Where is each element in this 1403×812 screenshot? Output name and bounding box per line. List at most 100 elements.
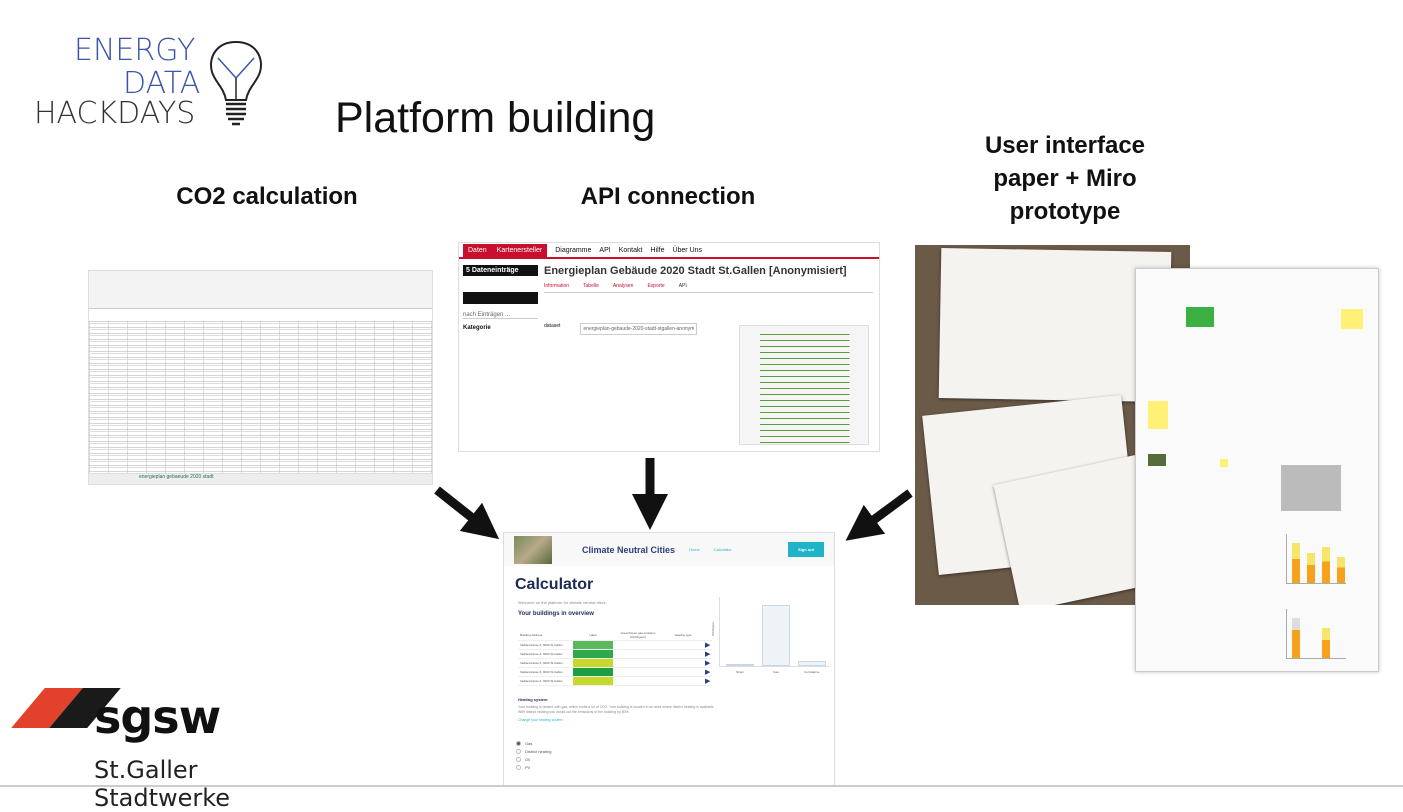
label-cell: [573, 667, 613, 677]
radio-pv[interactable]: PV: [516, 763, 551, 771]
label-cell: [573, 658, 613, 668]
heading-api-connection: API connection: [580, 183, 756, 210]
overview-title: Your buildings in overview: [518, 611, 594, 617]
slide-title: Platform building: [335, 94, 656, 142]
sgsw-name: St.Galler Stadtwerke: [94, 756, 231, 812]
sgsw-wordmark: sgsw: [94, 690, 221, 744]
tab-exporte: Exporte: [647, 283, 665, 289]
heading-line: prototype: [1009, 198, 1121, 225]
buildings-table: Building Address Label Greenhouse gas em…: [518, 631, 713, 686]
logo-text-energy: ENERGY: [74, 33, 196, 68]
building-address: Vadianstrasse 6, 9000 St.Gallen: [518, 649, 573, 659]
col-emission: Greenhouse gas emission (tCO2/year): [613, 631, 663, 641]
building-address: Vadianstrasse 6, 9000 St.Gallen: [518, 676, 573, 686]
table-row[interactable]: Vadianstrasse 6, 9000 St.Gallen ▶: [518, 640, 713, 650]
arrow-icon: [845, 489, 913, 541]
table-row[interactable]: Vadianstrasse 6, 9000 St.Gallen ▶: [518, 649, 713, 659]
dataset-value: energieplan-gebaude-2020-stadt-stgallen-…: [580, 323, 698, 335]
table-row[interactable]: Vadianstrasse 6, 9000 St.Gallen ▶: [518, 676, 713, 686]
col-heating: Heating type: [663, 631, 703, 641]
sticky-note: [1220, 459, 1228, 467]
play-icon[interactable]: ▶: [703, 640, 713, 650]
label-cell: [573, 640, 613, 650]
nav-diagramme: Diagramme: [555, 246, 592, 254]
tab-information: Information: [544, 283, 570, 289]
sidebar-filter: nach Einträgen ...: [463, 312, 538, 319]
sign-out-button: Sign out: [788, 542, 824, 557]
sticky-note: [1341, 309, 1363, 329]
building-address: Vadianstrasse 6, 9000 St.Gallen: [518, 667, 573, 677]
label-cell: [573, 676, 613, 686]
excel-screenshot: energieplan gebaeude 2020 stadt: [88, 270, 433, 485]
chart-bar: [762, 605, 790, 666]
sidebar-category: Kategorie: [463, 325, 491, 331]
logo-text-data: DATA: [123, 66, 201, 101]
heading-line: User interface: [984, 132, 1146, 159]
radio-district-heating[interactable]: District heating: [516, 747, 551, 755]
label-cell: [573, 649, 613, 659]
miro-prototype: [1135, 268, 1379, 672]
welcome-text: Welcome on the platform for climate neut…: [518, 600, 607, 605]
bottom-divider: [0, 785, 1403, 787]
miro-bar-chart: [1286, 534, 1346, 584]
miro-bar-chart: [1286, 609, 1346, 659]
nav-ueber-uns: Über Uns: [672, 246, 703, 254]
spreadsheet-grid: [89, 321, 432, 474]
dataset-row: dataset energieplan-gebaude-2020-stadt-s…: [544, 323, 873, 335]
dataset-label: dataset: [544, 323, 561, 329]
nav-kartenersteller: Kartenersteller: [491, 243, 548, 257]
calculator-title: Calculator: [515, 576, 594, 593]
chart-category-label: Fernwärme: [804, 670, 820, 674]
heading-co2-calculation: CO2 calculation: [176, 183, 358, 210]
nav-calculator: Calculator: [713, 547, 732, 552]
logo-text-hackdays: HACKDAYS: [34, 96, 196, 131]
arrow-icon: [434, 486, 500, 540]
col-address: Building Address: [518, 631, 573, 641]
calc-header: Climate Neutral Cities Home Calculator S…: [504, 533, 834, 566]
heating-text: Your building is heated with gas, which …: [518, 705, 715, 714]
play-icon[interactable]: ▶: [703, 667, 713, 677]
chart-category-label: Strom: [735, 670, 744, 674]
change-heating-label: Change your heating system: [518, 717, 563, 722]
excel-ribbon: [89, 271, 432, 309]
api-sidebar: 5 Dateneinträge nach Einträgen ... Kateg…: [463, 265, 538, 331]
sgsw-logo: sgsw St.Galler Stadtwerke: [8, 686, 338, 812]
tab-api: API: [678, 283, 687, 289]
api-tabs: Information Tabelle Analysen Exporte API: [544, 283, 873, 293]
brand: Climate Neutral Cities: [582, 544, 676, 555]
tab-tabelle: Tabelle: [583, 283, 599, 289]
nav-home: Home: [689, 547, 700, 552]
nav-kontakt: Kontakt: [618, 246, 643, 254]
play-icon[interactable]: ▶: [703, 676, 713, 686]
api-main: Energieplan Gebäude 2020 Stadt St.Gallen…: [544, 265, 873, 451]
building-address: Vadianstrasse 6, 9000 St.Gallen: [518, 640, 573, 650]
lightbulb-icon: [210, 40, 262, 126]
col-label: Label: [573, 631, 613, 641]
sticky-note: [1148, 401, 1168, 429]
radio-gas[interactable]: Gas: [516, 739, 551, 747]
play-icon[interactable]: ▶: [703, 649, 713, 659]
label-green: [1186, 307, 1214, 327]
nav-hilfe: Hilfe: [650, 246, 665, 254]
flow-arrows: [434, 458, 913, 541]
sheet-tab: energieplan gebaeude 2020 stadt: [89, 474, 432, 484]
redacted-block: [463, 292, 538, 304]
heating-title: Heating system: [518, 697, 548, 702]
building-address: Vadianstrasse 6, 9000 St.Gallen: [518, 658, 573, 668]
api-nav: Daten Kartenersteller Diagramme API Kont…: [459, 243, 879, 259]
heading-line: paper + Miro: [993, 165, 1137, 192]
api-screenshot: Daten Kartenersteller Diagramme API Kont…: [458, 242, 880, 452]
chart-category-label: Gas: [773, 670, 779, 674]
chart-bar: [726, 664, 754, 666]
heading-user-interface: User interface paper + Miro prototype: [935, 129, 1195, 228]
radio-oil[interactable]: Oil: [516, 755, 551, 763]
heating-options: Gas District heating Oil PV: [504, 739, 551, 771]
table-row[interactable]: Vadianstrasse 6, 9000 St.Gallen ▶: [518, 667, 713, 677]
table-row[interactable]: Vadianstrasse 6, 9000 St.Gallen ▶: [518, 658, 713, 668]
table-header: Building Address Label Greenhouse gas em…: [518, 631, 713, 641]
image-thumb: [1148, 454, 1166, 466]
play-icon[interactable]: ▶: [703, 658, 713, 668]
nav-api: API: [599, 246, 611, 254]
sidebar-title: 5 Dateneinträge: [463, 265, 538, 276]
